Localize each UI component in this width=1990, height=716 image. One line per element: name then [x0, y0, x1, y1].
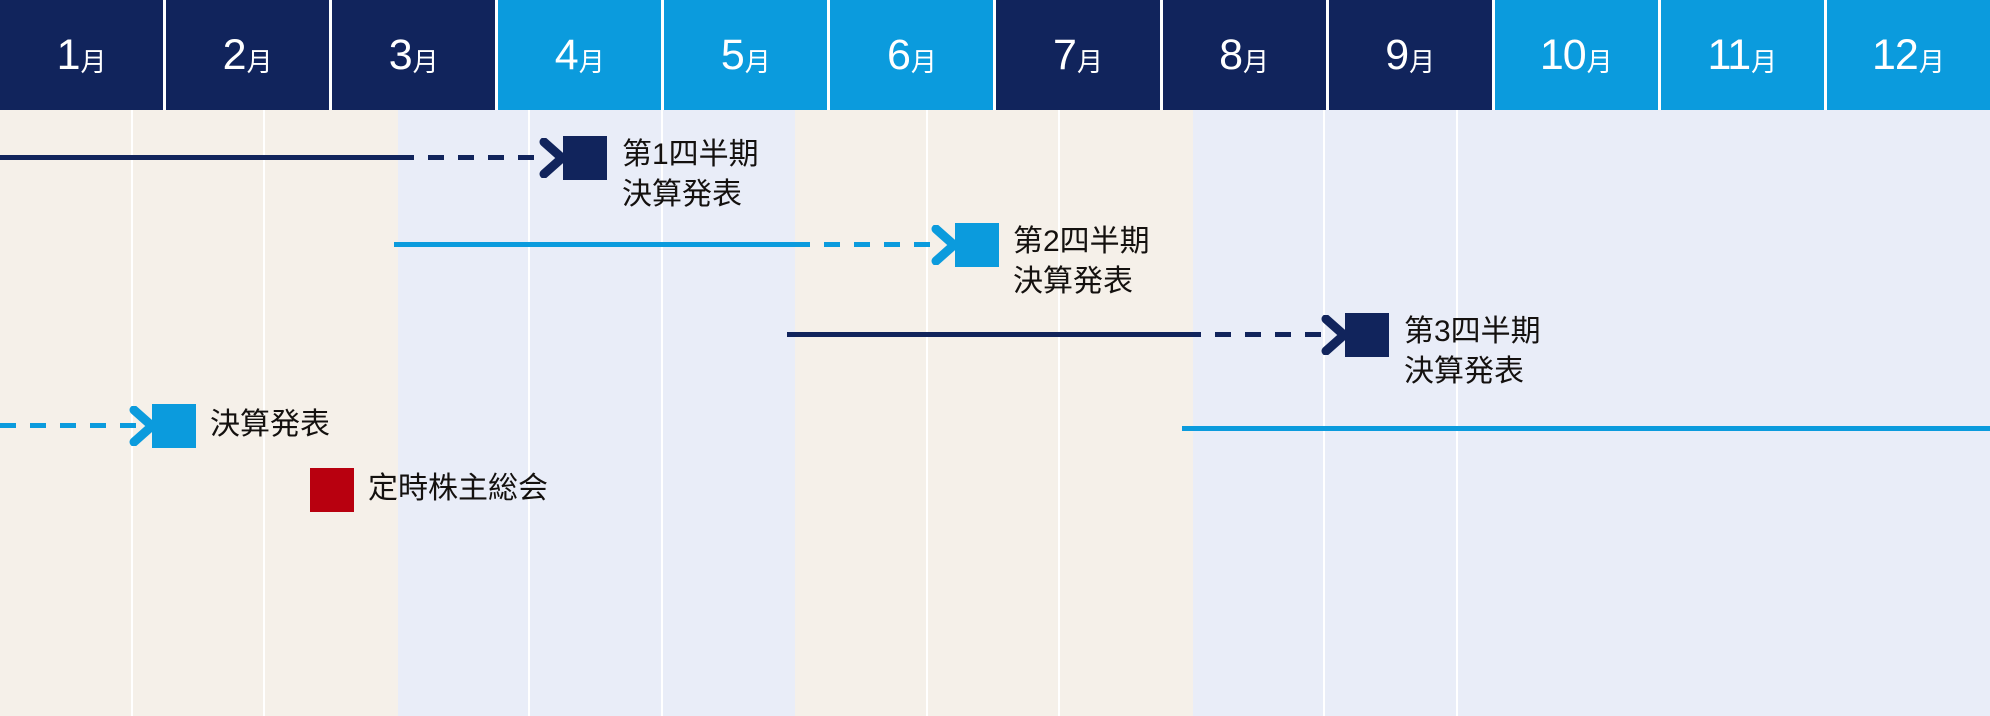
month-number: 5: [720, 30, 745, 79]
milestone-marker-q2[interactable]: [955, 223, 999, 267]
month-header-cell-2[interactable]: 2 月: [166, 0, 333, 110]
grid-cell-11: [1325, 110, 1458, 716]
grid-cell-10: [1193, 110, 1325, 716]
month-suffix: 月: [1586, 47, 1613, 77]
month-header-cell-9[interactable]: 9 月: [1328, 0, 1495, 110]
milestone-marker-fy[interactable]: [152, 404, 196, 448]
month-header-cell-8[interactable]: 8 月: [1162, 0, 1329, 110]
month-header-cell-5[interactable]: 5 月: [664, 0, 831, 110]
month-header-cell-7[interactable]: 7 月: [996, 0, 1163, 110]
task-bar-fy-dashed[interactable]: [0, 423, 140, 428]
month-header-cell-6[interactable]: 6 月: [830, 0, 997, 110]
timeline-bars-overlay: 第1四半期 決算発表 第2四半期 決算発表 第3四半期 決算発表 決算発表 定時…: [0, 110, 1990, 716]
month-header-cell-1[interactable]: 1 月: [0, 0, 167, 110]
month-number: 11: [1707, 30, 1751, 79]
grid-cell-5: [530, 110, 663, 716]
month-suffix: 月: [1243, 47, 1270, 77]
quarter-band-q3: [795, 110, 1193, 716]
month-number: 1: [56, 30, 81, 79]
milestone-marker-q1[interactable]: [563, 136, 607, 180]
task-bar-q3-solid[interactable]: [787, 332, 1185, 337]
milestone-label-fy: 決算発表: [210, 408, 330, 441]
month-suffix: 月: [578, 47, 605, 77]
month-suffix: 月: [744, 47, 771, 77]
grid-cell-7: [795, 110, 928, 716]
task-bar-next-year-solid[interactable]: [1182, 426, 1990, 431]
grid-cell-4: [398, 110, 530, 716]
month-number: 3: [388, 30, 413, 79]
quarter-band-q1: [0, 110, 398, 716]
grid-cell-8: [928, 110, 1060, 716]
month-suffix: 月: [80, 47, 107, 77]
grid-cell-2: [133, 110, 265, 716]
month-header-cell-12[interactable]: 12 月: [1826, 0, 1990, 110]
milestone-label-q1: 第1四半期 決算発表: [622, 138, 759, 211]
task-bar-q2-solid[interactable]: [394, 242, 794, 247]
month-suffix: 月: [1409, 47, 1436, 77]
task-bar-q3-dashed[interactable]: [1185, 332, 1325, 337]
month-header-cell-11[interactable]: 11 月: [1660, 0, 1827, 110]
month-header-row: 1 月 2 月 3 月 4 月 5 月 6 月 7 月 8 月: [0, 0, 1990, 110]
month-header-cell-4[interactable]: 4 月: [498, 0, 665, 110]
timeline-body-grid: [0, 110, 1990, 716]
milestone-label-q3: 第3四半期 決算発表: [1404, 315, 1541, 388]
task-bar-q1-solid[interactable]: [0, 155, 398, 160]
milestone-marker-agm[interactable]: [310, 468, 354, 512]
month-suffix: 月: [1751, 47, 1778, 77]
month-number: 7: [1053, 30, 1077, 79]
month-number: 2: [222, 30, 247, 79]
month-number: 8: [1219, 30, 1243, 79]
month-number: 9: [1385, 30, 1409, 79]
month-suffix: 月: [246, 47, 273, 77]
milestone-marker-q3[interactable]: [1345, 313, 1389, 357]
month-suffix: 月: [1076, 47, 1103, 77]
arrow-chevron-icon: [930, 225, 964, 265]
arrow-chevron-icon: [1320, 315, 1354, 355]
month-header-cell-3[interactable]: 3 月: [332, 0, 499, 110]
quarter-band-q2: [398, 110, 795, 716]
month-number: 4: [554, 30, 579, 79]
month-number: 10: [1539, 30, 1587, 79]
month-suffix: 月: [1918, 47, 1945, 77]
milestone-label-q2: 第2四半期 決算発表: [1013, 225, 1150, 298]
month-suffix: 月: [412, 47, 439, 77]
month-number: 12: [1871, 30, 1919, 79]
quarter-band-q4: [1193, 110, 1990, 716]
milestone-label-agm: 定時株主総会: [368, 472, 548, 505]
month-number: 6: [886, 30, 911, 79]
task-bar-q2-dashed[interactable]: [794, 242, 935, 247]
month-suffix: 月: [910, 47, 937, 77]
task-bar-q1-dashed[interactable]: [398, 155, 543, 160]
arrow-chevron-icon: [538, 138, 572, 178]
month-header-cell-10[interactable]: 10 月: [1494, 0, 1661, 110]
